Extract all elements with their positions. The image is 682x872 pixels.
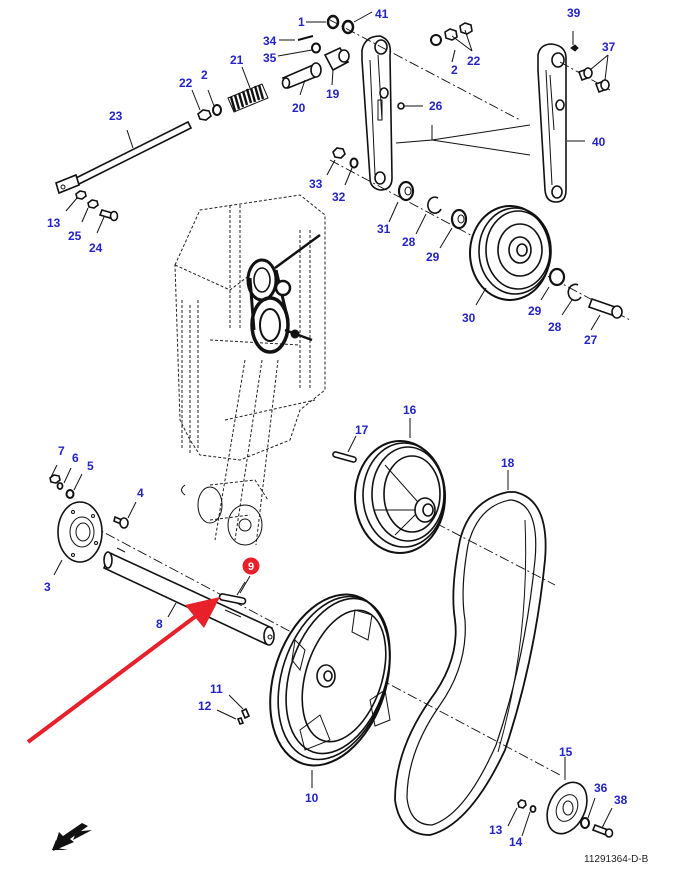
assembly-axis	[329, 19, 521, 121]
part-label-13[interactable]: 13	[47, 216, 61, 230]
part-label-8[interactable]: 8	[156, 617, 163, 631]
part-label-1[interactable]: 1	[298, 15, 305, 29]
part-label-27[interactable]: 27	[584, 333, 598, 347]
part-label-22[interactable]: 22	[467, 54, 481, 68]
part-label-21[interactable]: 21	[230, 53, 244, 67]
part-label-36[interactable]: 36	[594, 781, 608, 795]
part-label-7[interactable]: 7	[58, 444, 65, 458]
drive-shaft	[102, 547, 275, 646]
part-labels: 1 41 34 35 21 22 2 20 19 2 22 26 39 37 4…	[44, 6, 628, 849]
part-label-12[interactable]: 12	[198, 699, 212, 713]
part-label-17[interactable]: 17	[355, 423, 369, 437]
drawing-number: 11291364-D-B	[584, 854, 649, 865]
direction-arrow-icon	[52, 823, 92, 851]
part-label-19[interactable]: 19	[326, 87, 340, 101]
part-label-28[interactable]: 28	[402, 235, 416, 249]
part-label-6[interactable]: 6	[72, 451, 79, 465]
part-label-24[interactable]: 24	[89, 241, 103, 255]
pulley-axis	[419, 514, 556, 586]
part-label-41[interactable]: 41	[375, 7, 389, 21]
part-label-32[interactable]: 32	[332, 190, 346, 204]
idler-pulley-assembly	[332, 147, 623, 319]
part-label-4[interactable]: 4	[137, 486, 144, 500]
part-label-35[interactable]: 35	[263, 51, 277, 65]
tensioner-arm-left	[361, 35, 393, 191]
part-label-40[interactable]: 40	[592, 135, 606, 149]
shaft-key-highlighted	[218, 593, 247, 605]
part-label-16[interactable]: 16	[403, 403, 417, 417]
part-label-14[interactable]: 14	[509, 835, 523, 849]
part-label-34[interactable]: 34	[263, 34, 277, 48]
tension-rod	[55, 120, 193, 222]
part-label-10[interactable]: 10	[305, 791, 319, 805]
part-label-26[interactable]: 26	[429, 99, 443, 113]
part-label-30[interactable]: 30	[462, 311, 476, 325]
hardware-top	[197, 14, 610, 121]
main-drive-pulley	[236, 593, 391, 767]
assembly-axis	[559, 61, 611, 91]
part-label-29[interactable]: 29	[426, 250, 440, 264]
tensioner-arm-right	[395, 43, 567, 203]
part-label-18[interactable]: 18	[501, 456, 515, 470]
part-label-37[interactable]: 37	[602, 40, 616, 54]
callout-leaders	[50, 11, 613, 837]
machine-frame-outline	[174, 194, 326, 546]
bearing-flange-left	[49, 474, 129, 563]
drive-belt	[394, 491, 547, 836]
part-label-13[interactable]: 13	[489, 823, 503, 837]
red-pointer-arrow	[26, 597, 220, 744]
spring	[227, 83, 269, 113]
part-label-3[interactable]: 3	[44, 580, 51, 594]
part-label-31[interactable]: 31	[377, 222, 391, 236]
part-label-20[interactable]: 20	[292, 101, 306, 115]
part-9-highlight-badge[interactable]: 9	[242, 557, 260, 575]
part-label-9: 9	[248, 561, 254, 573]
part-label-38[interactable]: 38	[614, 793, 628, 807]
part-label-5[interactable]: 5	[87, 459, 94, 473]
upper-drive-pulley	[332, 440, 446, 554]
part-label-15[interactable]: 15	[559, 745, 573, 759]
part-label-39[interactable]: 39	[567, 6, 581, 20]
part-label-22[interactable]: 22	[179, 76, 193, 90]
part-label-2[interactable]: 2	[201, 68, 208, 82]
part-label-2[interactable]: 2	[451, 63, 458, 77]
part-label-33[interactable]: 33	[309, 177, 323, 191]
part-label-29[interactable]: 29	[528, 304, 542, 318]
part-label-28[interactable]: 28	[548, 320, 562, 334]
part-label-11[interactable]: 11	[210, 682, 223, 696]
bearing-flange-right	[517, 781, 614, 838]
part-label-25[interactable]: 25	[68, 229, 82, 243]
part-label-23[interactable]: 23	[109, 109, 123, 123]
